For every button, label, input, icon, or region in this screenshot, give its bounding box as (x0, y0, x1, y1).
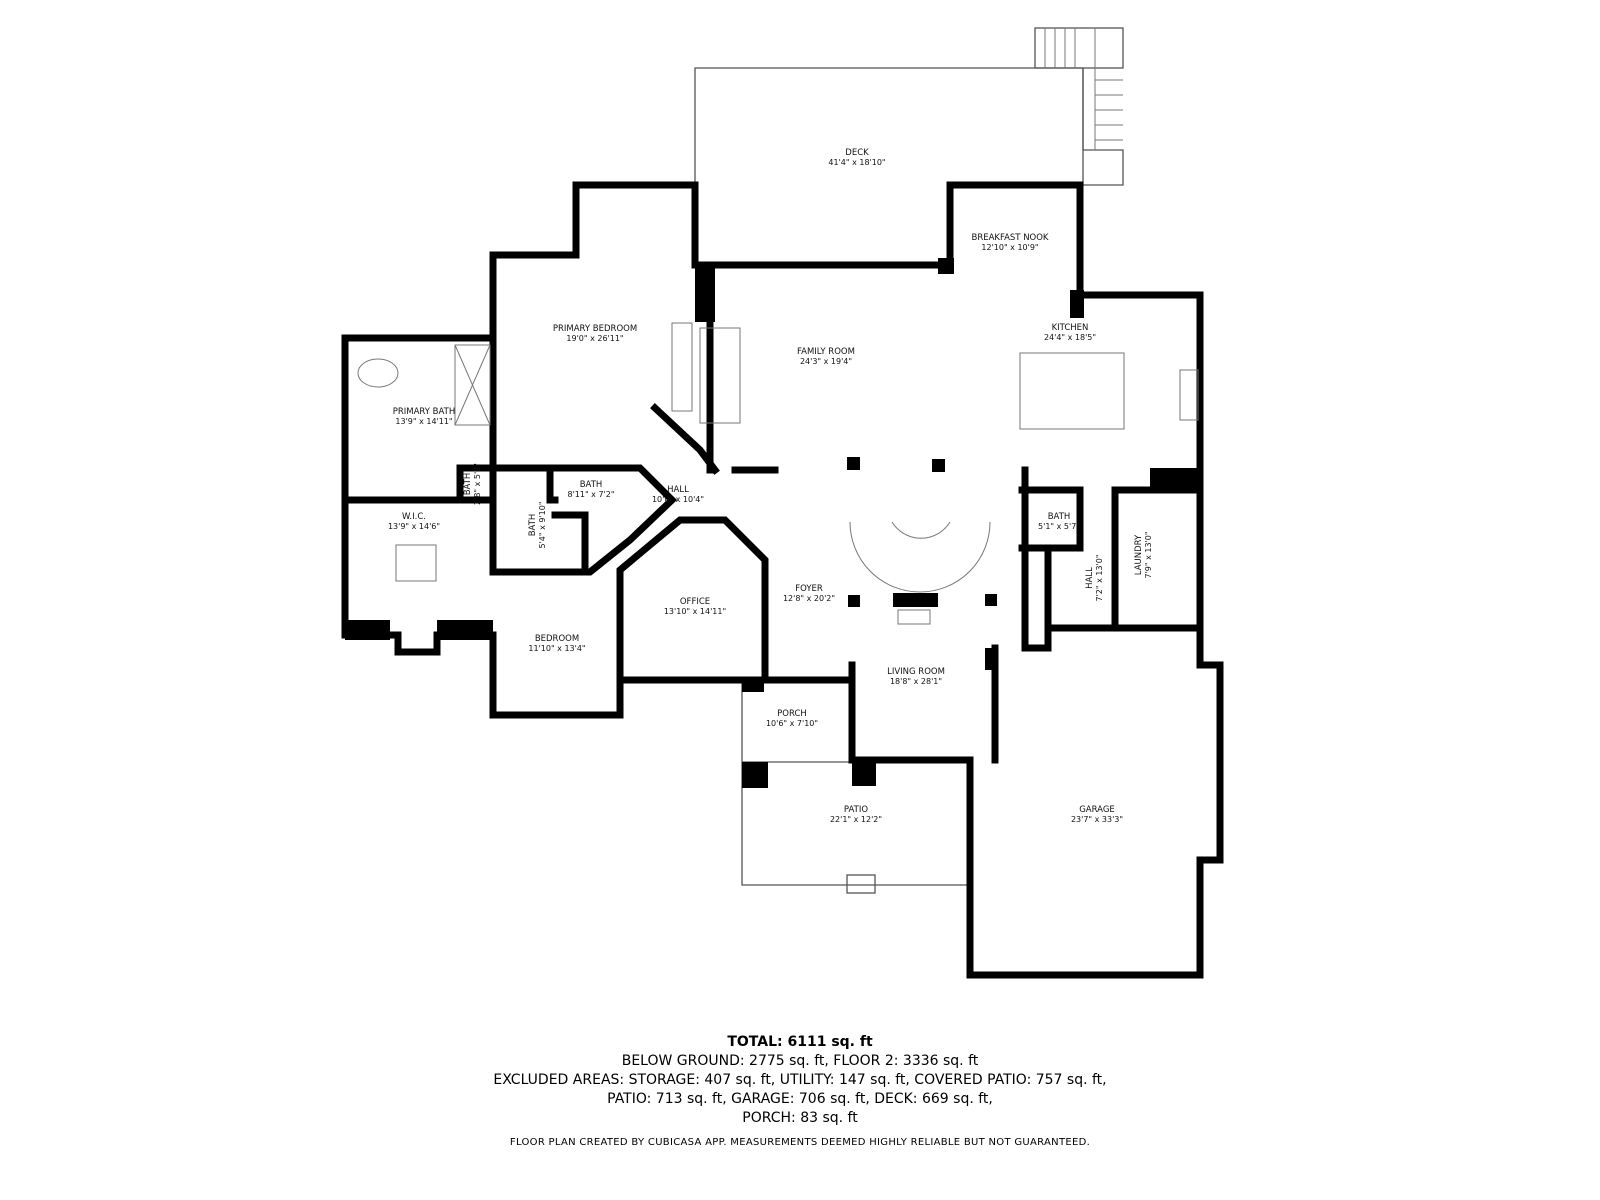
room-name: PRIMARY BEDROOM (553, 324, 637, 334)
room-name: BATH (463, 473, 473, 496)
area-summary: TOTAL: 6111 sq. ft BELOW GROUND: 2775 sq… (0, 1033, 1600, 1128)
room-name: DECK (845, 148, 869, 158)
room-name: FAMILY ROOM (797, 347, 855, 357)
room-wic: W.I.C.13'9" x 14'6" (388, 512, 440, 531)
room-dimensions: 7'9" x 13'0" (1144, 531, 1153, 578)
room-name: FOYER (795, 584, 823, 594)
room-name: BATH (580, 480, 603, 490)
fixtures (357, 322, 1199, 625)
room-dimensions: 10'6" x 7'10" (766, 719, 818, 728)
room-name: W.I.C. (402, 512, 426, 522)
room-dimensions: 11'10" x 13'4" (528, 644, 585, 653)
room-name: BATH (1048, 512, 1071, 522)
room-name: KITCHEN (1052, 323, 1089, 333)
room-dimensions: 8'11" x 7'2" (567, 490, 614, 499)
room-name: HALL (1085, 567, 1095, 589)
excluded-areas-line3: PORCH: 83 sq. ft (742, 1110, 858, 1126)
excluded-areas-line1: EXCLUDED AREAS: STORAGE: 407 sq. ft, UTI… (493, 1072, 1107, 1088)
room-dimensions: 41'4" x 18'10" (828, 158, 885, 167)
excluded-areas-line2: PATIO: 713 sq. ft, GARAGE: 706 sq. ft, D… (607, 1091, 993, 1107)
room-name: BATH (528, 514, 538, 537)
room-dimensions: 23'7" x 33'3" (1071, 815, 1123, 824)
room-dimensions: 7'2" x 13'0" (1095, 554, 1104, 601)
room-name: PATIO (844, 805, 868, 815)
room-dimensions: 13'10" x 14'11" (664, 607, 726, 616)
room-dimensions: 22'1" x 12'2" (830, 815, 882, 824)
floor-areas: BELOW GROUND: 2775 sq. ft, FLOOR 2: 3336… (621, 1053, 979, 1069)
total-area: TOTAL: 6111 sq. ft (727, 1034, 873, 1050)
room-dimensions: 13'9" x 14'6" (388, 522, 440, 531)
disclaimer: FLOOR PLAN CREATED BY CUBICASA APP. MEAS… (509, 1137, 1091, 1148)
room-dimensions: 5'4" x 9'10" (538, 501, 547, 548)
room-name: LAUNDRY (1134, 534, 1144, 575)
room-dimensions: 13'9" x 14'11" (395, 417, 452, 426)
room-dimensions: 5'1" x 5'7" (1038, 522, 1080, 531)
room-name: HALL (667, 485, 689, 495)
deck-outline (694, 27, 1124, 262)
room-dimensions: 19'0" x 26'11" (566, 334, 623, 343)
room-dimensions: 10'0" x 10'4" (652, 495, 704, 504)
room-dimensions: 18'8" x 28'1" (890, 677, 942, 686)
room-name: OFFICE (680, 597, 710, 607)
room-dimensions: 12'10" x 10'9" (981, 243, 1038, 252)
room-dimensions: 2'8" x 5'2" (473, 463, 482, 505)
room-name: PRIMARY BATH (393, 407, 456, 417)
room-dimensions: 12'8" x 20'2" (783, 594, 835, 603)
room-dimensions: 24'3" x 19'4" (800, 357, 852, 366)
room-name: BREAKFAST NOOK (971, 233, 1048, 243)
room-dimensions: 24'4" x 18'5" (1044, 333, 1096, 342)
room-name: GARAGE (1079, 805, 1115, 815)
room-name: PORCH (777, 709, 807, 719)
pillars (345, 258, 1200, 788)
room-name: LIVING ROOM (887, 667, 945, 677)
room-name: BEDROOM (535, 634, 579, 644)
